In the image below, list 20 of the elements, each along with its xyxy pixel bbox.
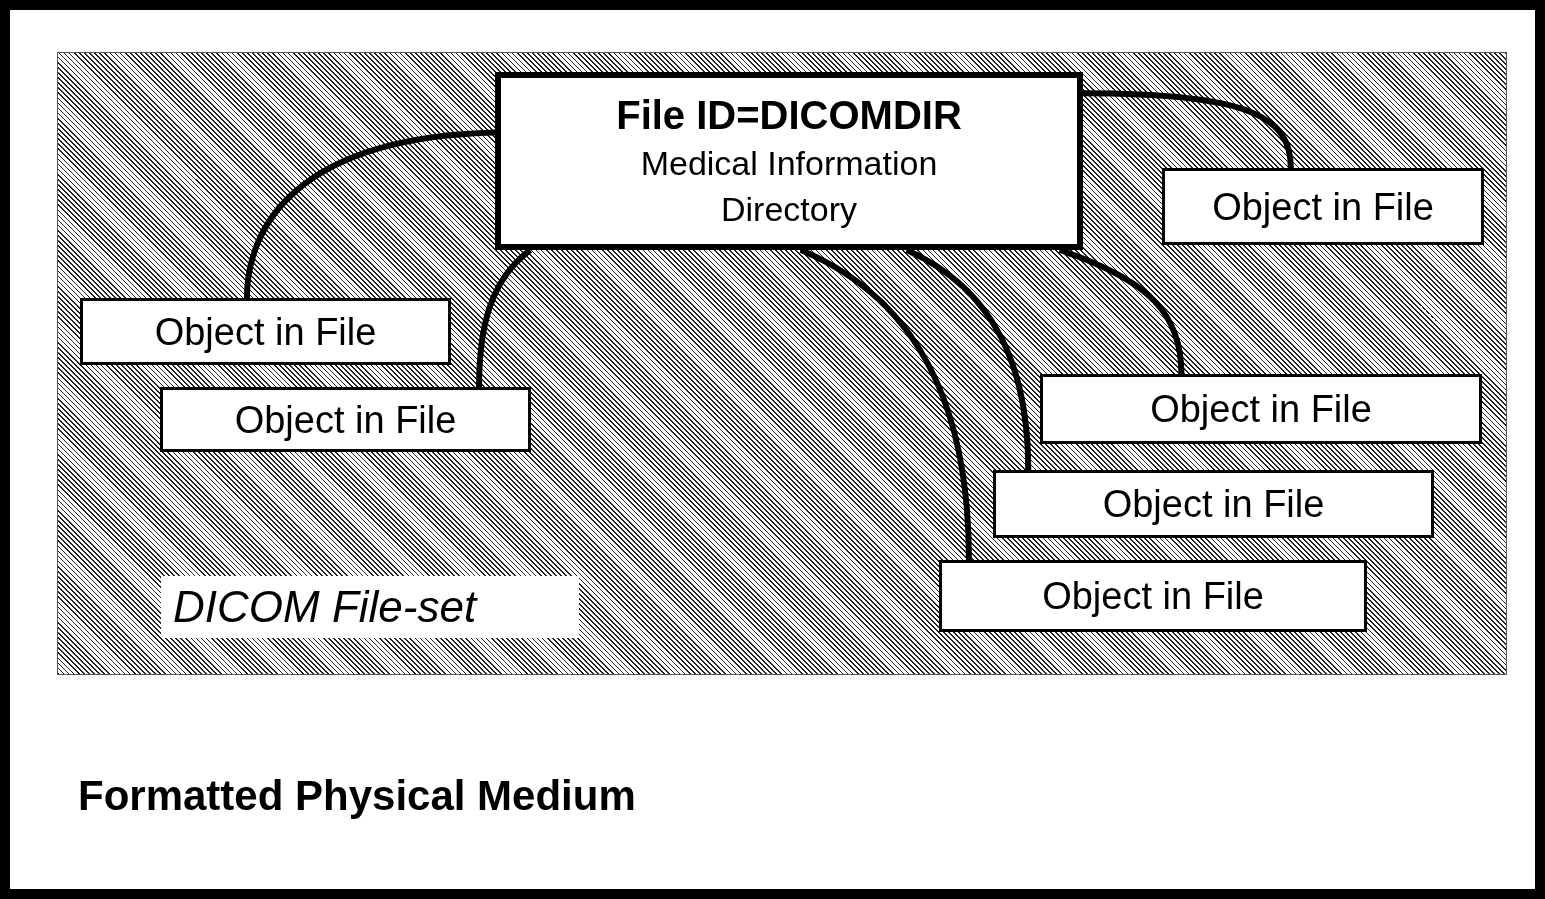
file-set-area xyxy=(57,52,1507,675)
object-label: Object in File xyxy=(1150,390,1372,428)
object-label: Object in File xyxy=(1042,577,1264,615)
object-box xyxy=(160,387,531,452)
directory-box xyxy=(495,72,1083,250)
object-box xyxy=(80,298,451,365)
object-box xyxy=(1162,168,1484,245)
object-box xyxy=(1040,374,1482,444)
object-box xyxy=(993,470,1434,538)
object-label: Object in File xyxy=(234,400,457,439)
object-label: Object in File xyxy=(1102,485,1325,523)
file-set-label: DICOM File-set xyxy=(161,576,579,638)
connector-line xyxy=(243,129,496,299)
object-box xyxy=(939,560,1367,632)
directory-description: Medical Information Directory xyxy=(639,143,939,230)
object-label: Object in File xyxy=(1212,187,1434,226)
connector-line xyxy=(1082,90,1294,169)
medium-title: Formatted Physical Medium xyxy=(78,775,636,817)
object-label: Object in File xyxy=(154,312,377,351)
file-id-heading: File ID=DICOMDIR xyxy=(616,92,962,139)
